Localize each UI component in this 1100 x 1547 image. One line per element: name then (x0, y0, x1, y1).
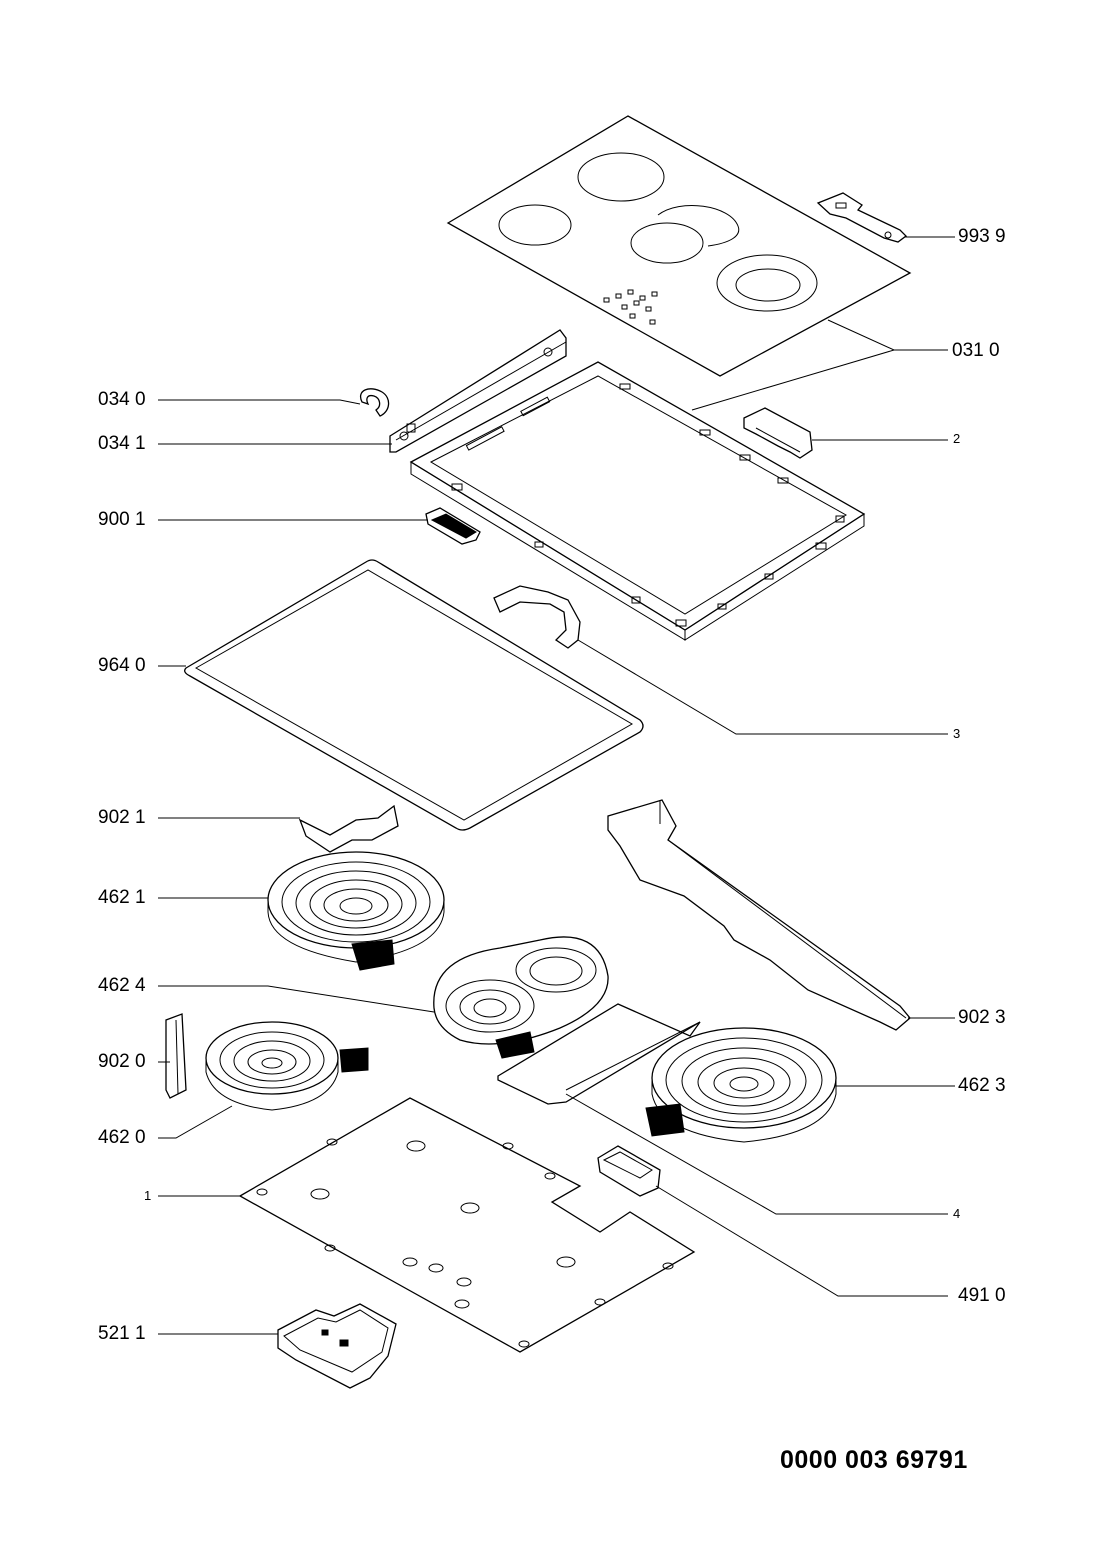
angle-bar-4 (497, 1003, 701, 1105)
part-label-4: 4 (953, 1206, 961, 1221)
side-rail-034-1 (389, 329, 567, 453)
base-plate-1 (238, 1097, 696, 1353)
heater-462-4 (433, 936, 609, 1059)
part-label-902-3: 902 3 (958, 1007, 1006, 1028)
part-label-964-0: 964 0 (98, 655, 146, 676)
gasket-964-0 (184, 559, 644, 831)
document-number: 0000 003 69791 (780, 1446, 968, 1474)
heater-462-3 (645, 1027, 837, 1143)
part-label-034-1: 034 1 (98, 433, 146, 454)
cooktop-frame (409, 361, 866, 641)
heater-462-0 (205, 1021, 369, 1111)
ceramic-glass-top (446, 115, 912, 377)
bracket-2 (743, 407, 813, 459)
part-label-2: 2 (953, 431, 961, 446)
part-label-993-9: 993 9 (958, 226, 1006, 247)
part-label-462-1: 462 1 (98, 887, 146, 908)
bracket-993-9 (816, 192, 907, 243)
leader-lines (158, 236, 955, 1335)
part-label-031-0: 031 0 (952, 340, 1000, 361)
support-bar-902-3 (607, 799, 911, 1031)
part-label-034-0: 034 0 (98, 389, 146, 410)
control-module-521-1 (277, 1303, 397, 1389)
part-label-462-3: 462 3 (958, 1075, 1006, 1096)
terminal-block-491-0 (597, 1145, 661, 1197)
part-label-521-1: 521 1 (98, 1323, 146, 1344)
heater-462-1 (267, 851, 445, 971)
part-label-462-0: 462 0 (98, 1127, 146, 1148)
part-label-462-4: 462 4 (98, 975, 146, 996)
connector-900-1 (425, 507, 481, 545)
part-label-902-1: 902 1 (98, 807, 146, 828)
part-label-902-0: 902 0 (98, 1051, 146, 1072)
part-label-1: 1 (144, 1188, 152, 1203)
bracket-902-0 (165, 1013, 187, 1099)
part-label-491-0: 491 0 (958, 1285, 1006, 1306)
bracket-902-1 (298, 804, 399, 853)
bracket-3 (493, 585, 581, 649)
part-label-3: 3 (953, 726, 961, 741)
touch-control-marks (603, 289, 658, 325)
clip-034-0 (359, 388, 390, 417)
part-label-900-1: 900 1 (98, 509, 146, 530)
